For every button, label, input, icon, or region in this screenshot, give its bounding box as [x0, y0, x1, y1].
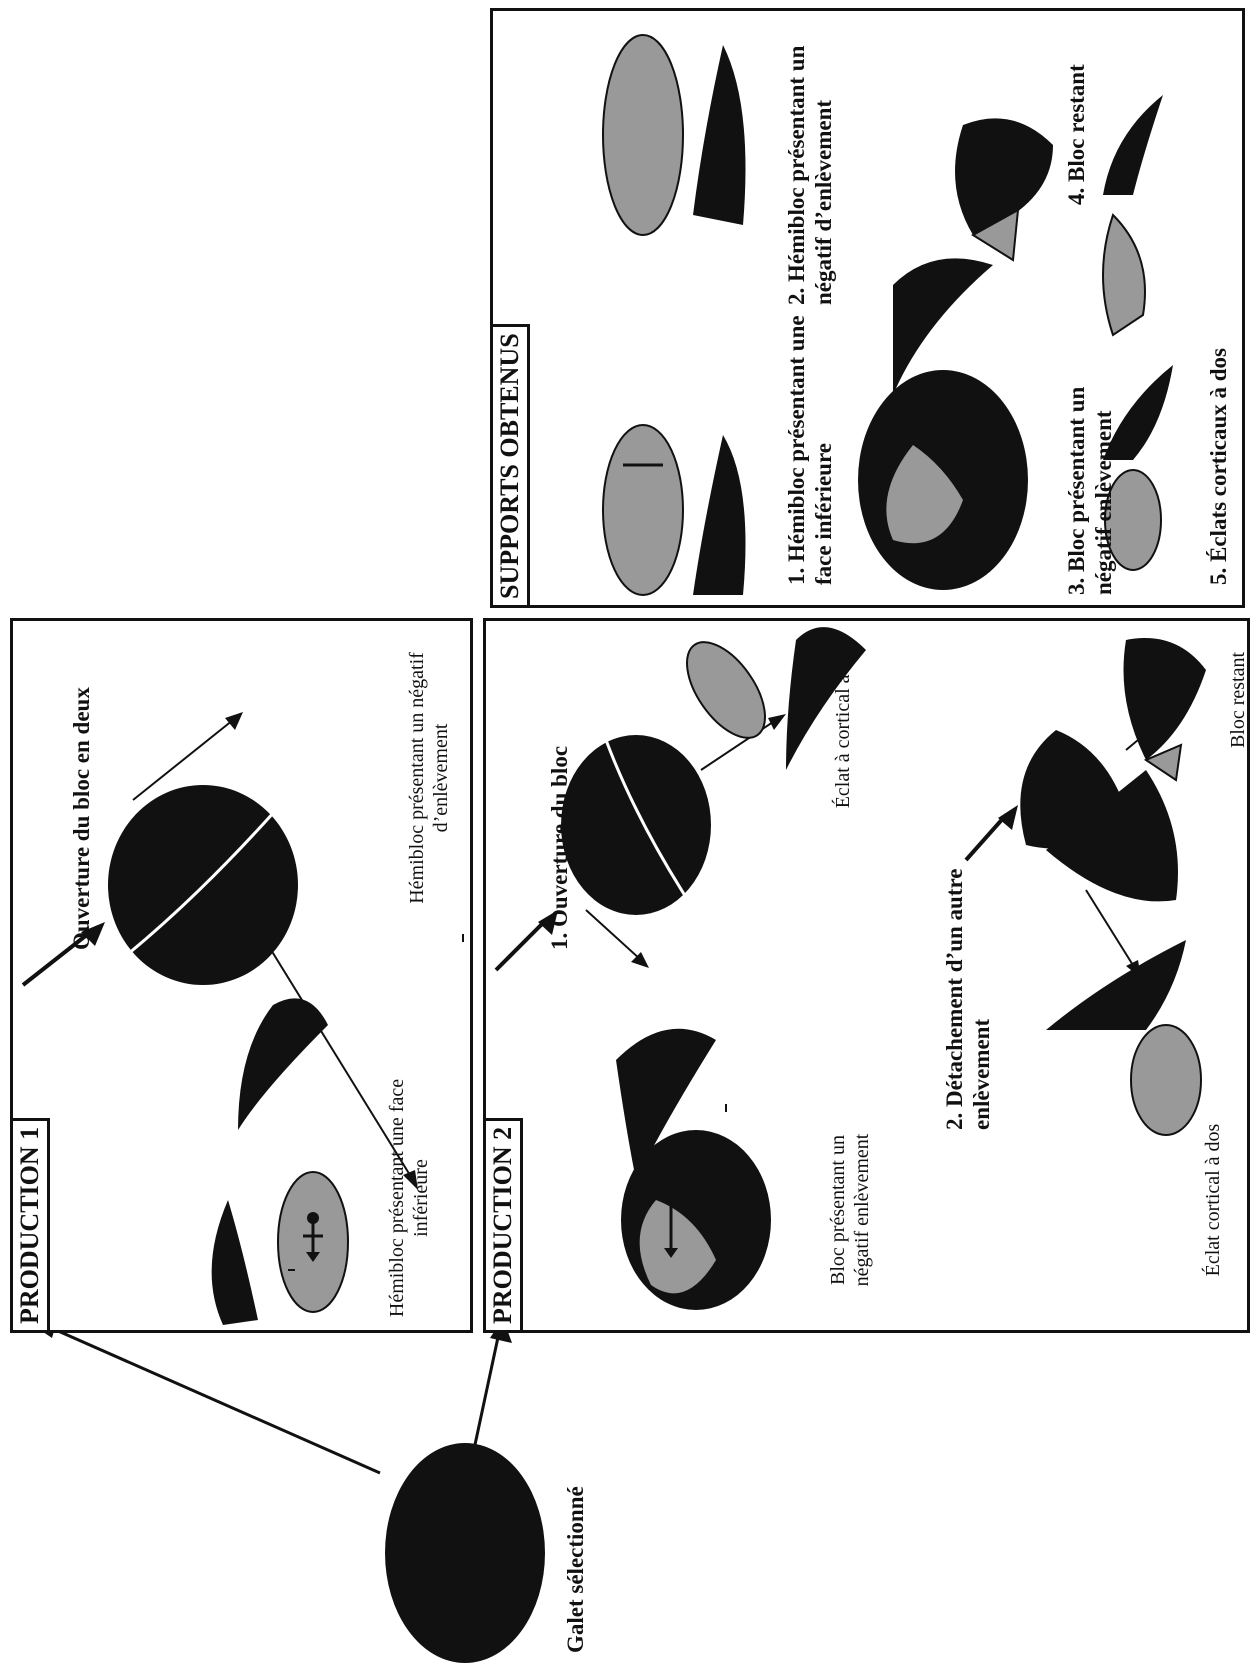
selected-pebble-label: Galet sélectionné	[562, 1393, 589, 1653]
step2-cortical-dorsal	[1131, 1025, 1201, 1135]
strike-arrow	[81, 922, 105, 946]
production1-right-caption: Hémibloc présentant un négatif d’enlèvem…	[405, 628, 453, 928]
step2-cortical-flake	[1046, 940, 1186, 1030]
support-item-4: 4. Bloc restant	[1063, 25, 1090, 205]
step2-left-caption: Éclat cortical à dos	[1201, 1090, 1225, 1310]
support2-face	[603, 35, 683, 235]
supports-drawing	[493, 5, 1248, 605]
selected-pebble	[385, 1443, 545, 1663]
support1-profile	[693, 435, 746, 595]
production1-left-caption: Hémibloc présentant une face inférieure	[385, 1068, 433, 1328]
step1-opened-block	[561, 735, 711, 915]
support-item-2: 2. Hémibloc présentant un négatif d’enlè…	[783, 15, 837, 305]
step1-cortical-dorsal	[672, 629, 781, 751]
support2-profile	[693, 45, 746, 225]
arrow-to-production1	[40, 1323, 380, 1473]
hemibloc-profile-left	[212, 1200, 258, 1325]
supports-panel: SUPPORTS OBTENUS 1. Hémibloc présentant …	[490, 8, 1245, 608]
support-item-1: 1. Hémibloc présentant une face inférieu…	[783, 285, 837, 585]
hemibloc-profile-right	[238, 998, 328, 1130]
step2-right-caption: Bloc restant	[1226, 630, 1250, 770]
support1-face	[603, 425, 683, 595]
support-item-3: 3. Bloc présentant un négatif enlèvement	[1063, 315, 1117, 595]
step1-right-caption: Éclat à cortical à dos	[831, 640, 855, 810]
support-item-5: 5. Éclats corticaux à dos	[1205, 165, 1232, 585]
step1-left-caption: Bloc présentant un négatif enlèvement	[826, 1110, 874, 1310]
production2-panel: PRODUCTION 2 1. Ouverture du bloc 2. Dét…	[483, 618, 1250, 1333]
